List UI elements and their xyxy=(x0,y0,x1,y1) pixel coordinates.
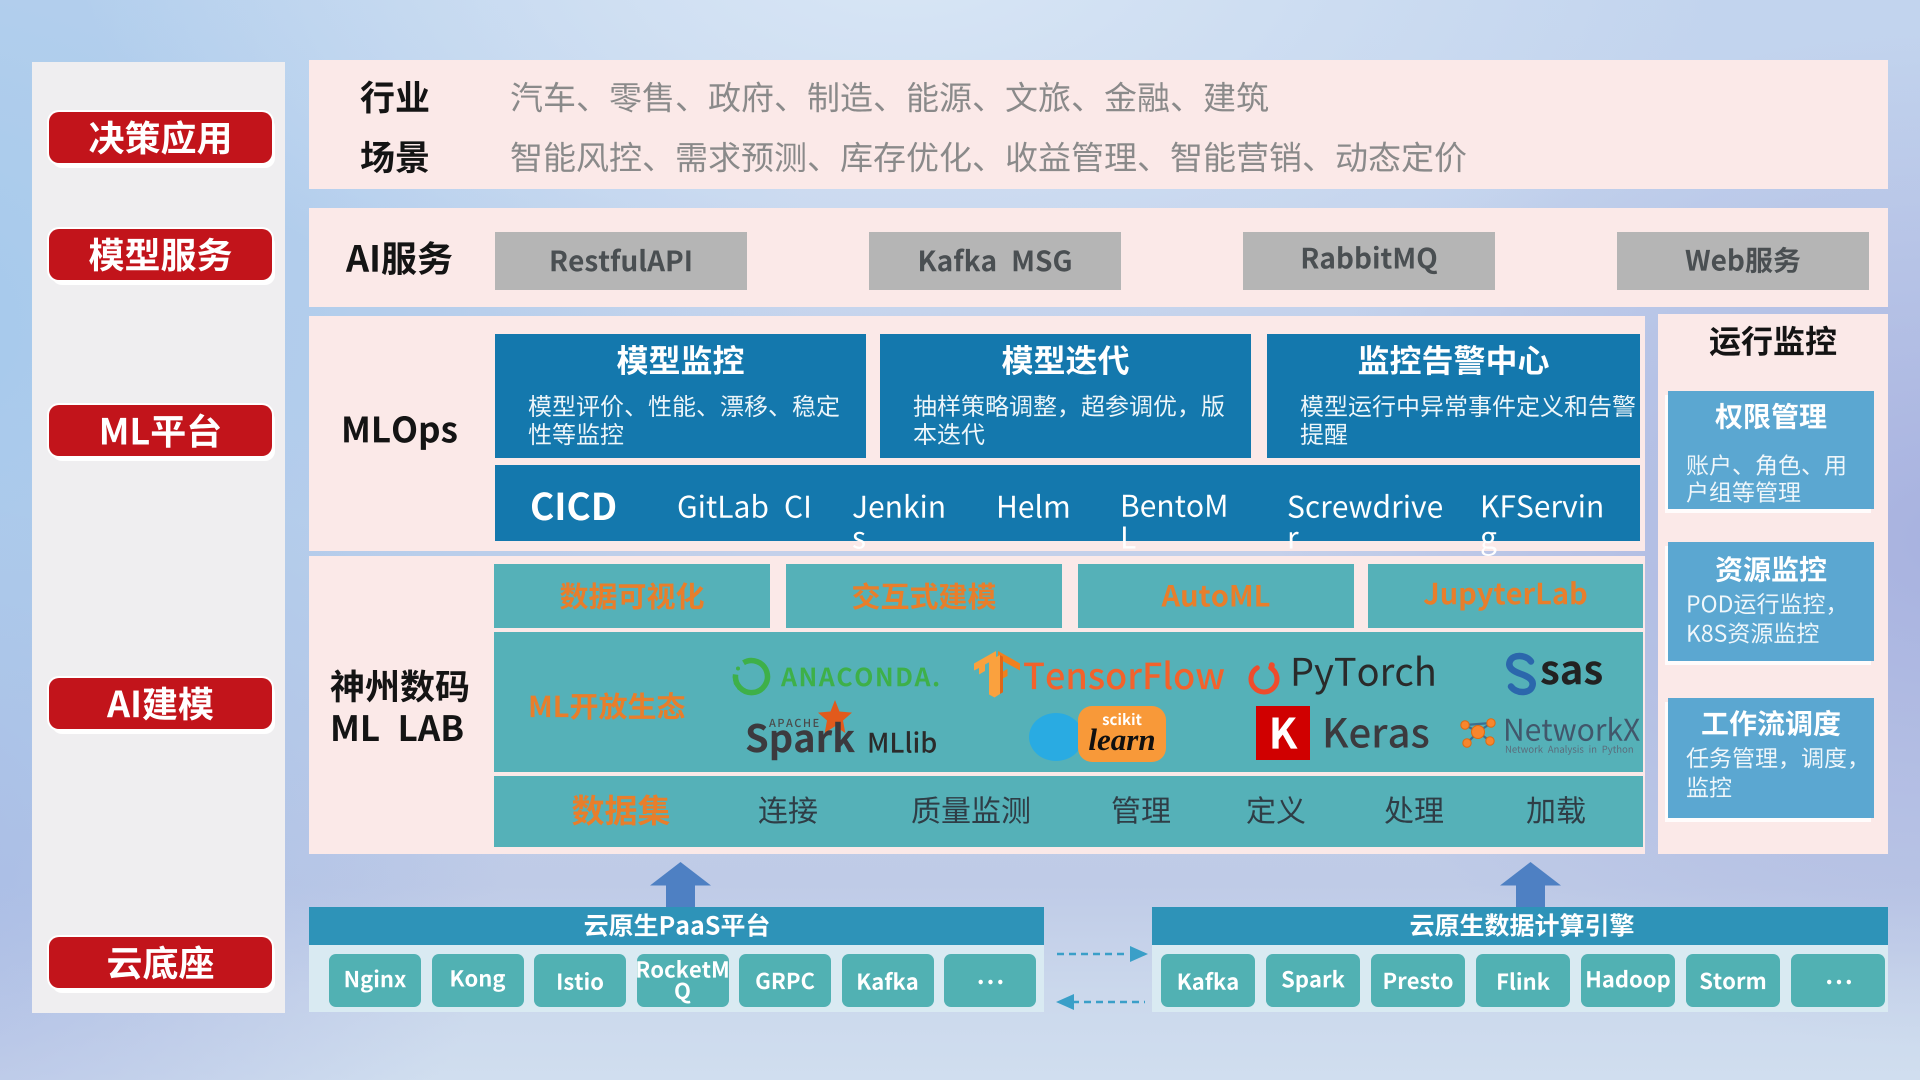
svg-text:learn: learn xyxy=(1088,722,1155,757)
